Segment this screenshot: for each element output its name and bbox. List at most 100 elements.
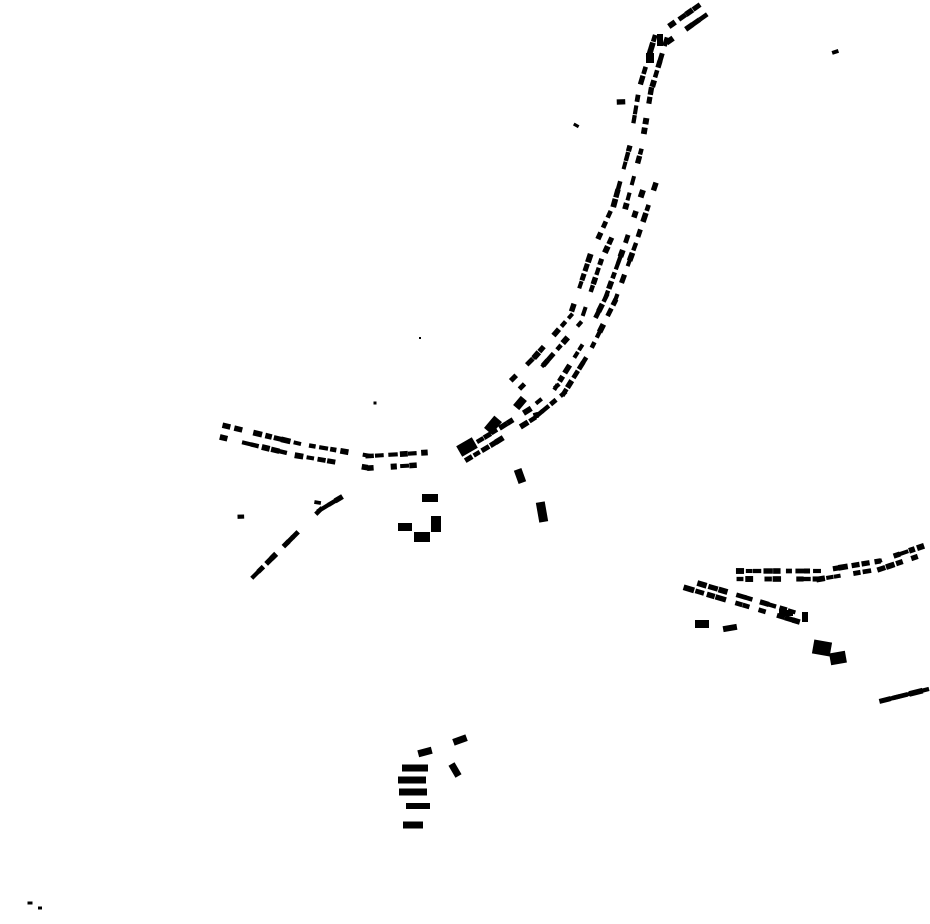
building (524, 356, 535, 367)
building (757, 607, 767, 615)
building (588, 284, 596, 293)
building (677, 12, 688, 22)
building (779, 610, 793, 616)
building (540, 360, 549, 369)
building (613, 188, 621, 199)
building (361, 463, 369, 471)
building (874, 558, 883, 565)
building (745, 576, 754, 582)
building (422, 494, 438, 502)
building (764, 576, 772, 582)
building (696, 580, 708, 589)
building (616, 99, 626, 105)
building (518, 419, 530, 430)
building (876, 564, 887, 573)
building (537, 344, 546, 354)
building (339, 447, 349, 456)
building (682, 584, 695, 594)
building (605, 209, 613, 219)
building (791, 617, 801, 625)
building (398, 776, 426, 784)
building (399, 450, 408, 457)
building (366, 465, 374, 471)
building (763, 568, 773, 574)
building (602, 245, 611, 255)
building (407, 451, 417, 456)
building (27, 901, 33, 905)
building (317, 456, 327, 463)
building (851, 561, 860, 569)
building (505, 417, 515, 426)
building (802, 612, 808, 622)
building (625, 192, 632, 201)
building (610, 271, 617, 280)
building (38, 906, 42, 910)
building (785, 568, 792, 574)
building (532, 411, 540, 419)
building (644, 204, 651, 212)
building (321, 502, 331, 511)
building (484, 415, 502, 435)
building (521, 405, 533, 416)
building (657, 34, 663, 46)
building (601, 292, 610, 303)
building (535, 501, 549, 523)
building (895, 558, 904, 567)
building (555, 343, 563, 352)
building (549, 397, 558, 407)
building (625, 258, 633, 267)
building (572, 350, 580, 359)
building (898, 549, 909, 557)
building (773, 568, 781, 574)
building (409, 462, 417, 469)
building (480, 444, 491, 453)
building (241, 440, 252, 447)
building (813, 568, 821, 574)
building (237, 514, 245, 519)
building (662, 36, 670, 47)
building (646, 53, 654, 63)
building (647, 41, 656, 52)
building (456, 437, 478, 457)
building (717, 586, 729, 595)
building (655, 59, 663, 69)
building (667, 19, 677, 29)
building (803, 576, 811, 582)
building (913, 686, 930, 695)
building (619, 273, 627, 284)
building (508, 373, 519, 383)
building (531, 351, 540, 360)
building (559, 320, 568, 328)
building (657, 52, 665, 62)
building (605, 307, 614, 318)
building (406, 803, 430, 809)
building (264, 432, 273, 440)
building (270, 446, 280, 454)
building (579, 272, 587, 282)
building (832, 565, 840, 572)
building (597, 258, 605, 266)
building (374, 453, 384, 458)
building (280, 436, 292, 445)
building (736, 576, 744, 582)
building (269, 551, 279, 561)
building (403, 821, 423, 829)
building (498, 421, 509, 431)
building (613, 262, 621, 271)
building (560, 335, 571, 346)
building (316, 506, 324, 514)
building (488, 438, 500, 448)
building (684, 7, 695, 17)
building (637, 75, 646, 86)
building (278, 448, 288, 456)
building (596, 323, 607, 334)
building (735, 592, 747, 600)
building (861, 560, 871, 567)
building (294, 452, 304, 460)
building (252, 429, 263, 438)
building (783, 615, 795, 623)
building (634, 94, 641, 103)
building (631, 210, 639, 219)
building (571, 369, 580, 380)
building (625, 144, 633, 153)
